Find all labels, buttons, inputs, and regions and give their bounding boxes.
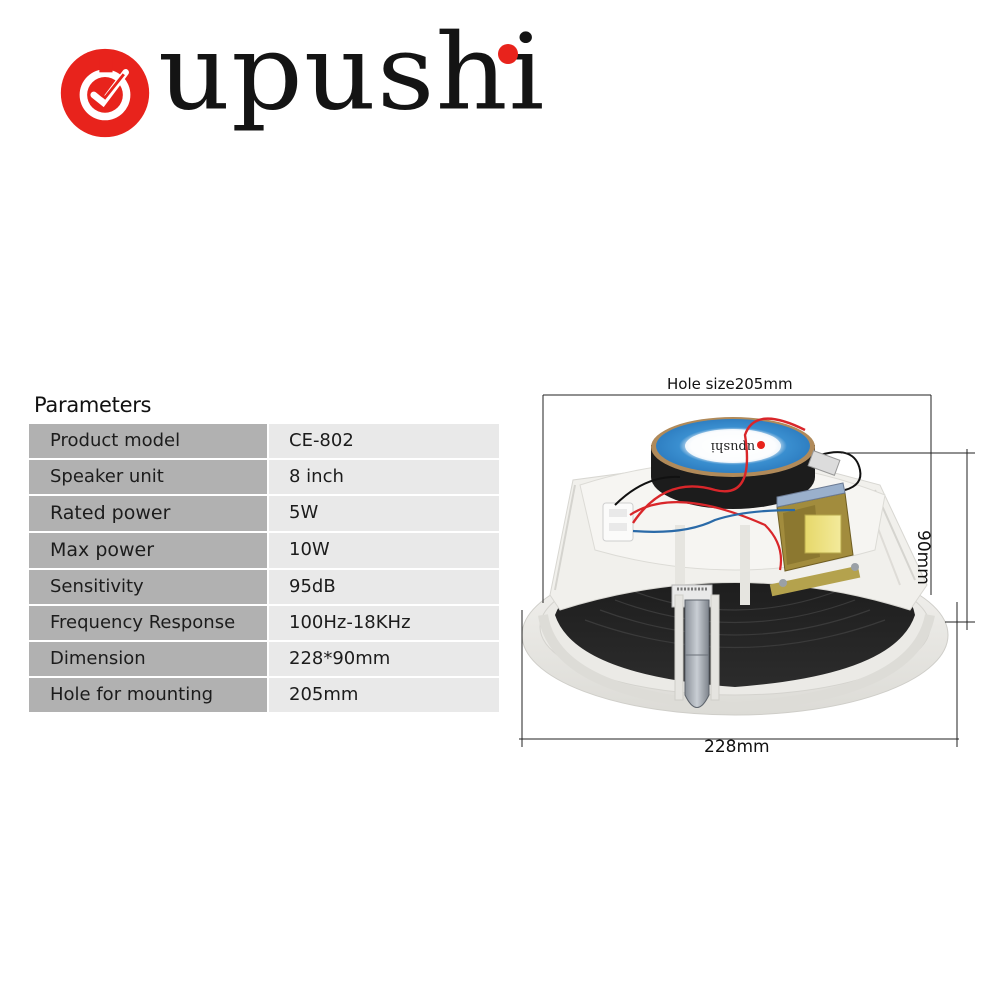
param-label: Product model: [29, 424, 267, 458]
table-row: Dimension 228*90mm: [29, 642, 499, 676]
param-label: Sensitivity: [29, 570, 267, 604]
mounting-clip: [671, 584, 720, 708]
table-row: Speaker unit 8 inch: [29, 460, 499, 494]
param-label: Frequency Response: [29, 606, 267, 640]
logo-i-dot: [498, 44, 518, 64]
param-value: 10W: [269, 533, 499, 568]
param-label: Hole for mounting: [29, 678, 267, 712]
dimension-lines: [519, 394, 975, 747]
terminal-block: [602, 502, 634, 542]
ceiling-speaker-image: upushi: [519, 394, 975, 747]
param-value: 205mm: [269, 678, 499, 712]
width-dimension-label: 228mm: [704, 737, 770, 757]
param-label: Dimension: [29, 642, 267, 676]
height-dimension-label: 90mm: [913, 530, 933, 585]
brand-logo: upushi: [58, 20, 544, 152]
oupushi-logo-mark-icon: [60, 48, 150, 138]
product-diagram: upushi: [515, 375, 985, 770]
param-label: Speaker unit: [29, 460, 267, 494]
param-value: 8 inch: [269, 460, 499, 494]
table-row: Product model CE-802: [29, 424, 499, 458]
param-label: Max power: [29, 533, 267, 568]
transformer: [769, 482, 861, 597]
parameters-title: Parameters: [34, 393, 152, 417]
table-row: Hole for mounting 205mm: [29, 678, 499, 712]
param-value: 228*90mm: [269, 642, 499, 676]
table-row: Rated power 5W: [29, 496, 499, 531]
brand-name: upushi: [158, 11, 546, 134]
param-value: 5W: [269, 496, 499, 531]
table-row: Frequency Response 100Hz-18KHz: [29, 606, 499, 640]
param-label: Rated power: [29, 496, 267, 531]
param-value: CE-802: [269, 424, 499, 458]
table-row: Sensitivity 95dB: [29, 570, 499, 604]
parameters-table: Product model CE-802 Speaker unit 8 inch…: [29, 424, 499, 714]
svg-text:upushi: upushi: [711, 439, 755, 454]
table-row: Max power 10W: [29, 533, 499, 568]
hole-size-label: Hole size205mm: [667, 375, 793, 393]
param-value: 95dB: [269, 570, 499, 604]
param-value: 100Hz-18KHz: [269, 606, 499, 640]
